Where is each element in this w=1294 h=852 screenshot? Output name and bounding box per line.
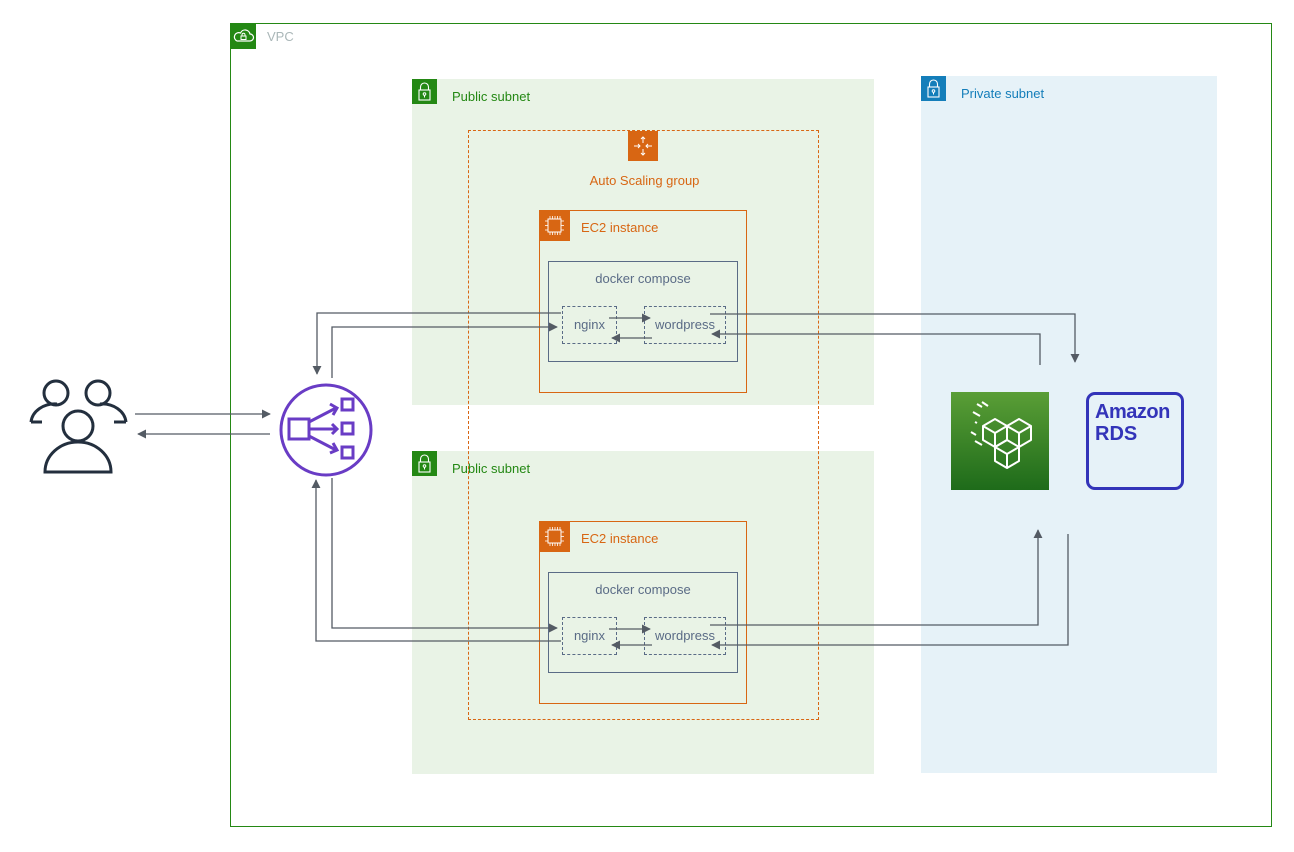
auto-scaling-icon <box>628 131 658 161</box>
nginx-container: nginx <box>562 617 617 655</box>
nginx-label: nginx <box>573 628 606 643</box>
ec2-instance-label: EC2 instance <box>581 220 659 235</box>
docker-compose-label: docker compose <box>595 582 691 597</box>
ec2-instance-label: EC2 instance <box>581 531 659 546</box>
efs-cubes-icon <box>951 392 1049 490</box>
padlock-icon <box>412 79 437 104</box>
auto-scaling-group: Auto Scaling group <box>468 130 819 720</box>
ec2-chip-icon <box>539 521 570 552</box>
wordpress-container: wordpress <box>644 617 726 655</box>
auto-scaling-group-label: Auto Scaling group <box>589 173 700 188</box>
wordpress-label: wordpress <box>655 628 715 643</box>
private-subnet-label: Private subnet <box>961 86 1045 101</box>
nginx-container: nginx <box>562 306 617 344</box>
vpc-label: VPC <box>267 29 294 44</box>
ec2-instance-bottom: EC2 instance docker compose nginx wordpr… <box>539 521 747 704</box>
elastic-load-balancer-icon <box>278 382 374 478</box>
wordpress-label: wordpress <box>655 317 715 332</box>
vpc-group: VPC <box>230 23 1272 827</box>
public-subnet-label: Public subnet <box>452 89 531 104</box>
users-icon <box>28 376 130 476</box>
padlock-icon <box>412 451 437 476</box>
docker-compose-label: docker compose <box>595 271 691 286</box>
vpc-cloud-lock-icon <box>231 24 256 49</box>
nginx-label: nginx <box>573 317 606 332</box>
wordpress-container: wordpress <box>644 306 726 344</box>
rds-label-line2: RDS <box>1095 423 1138 445</box>
rds-icon: Amazon RDS <box>1086 392 1184 490</box>
public-subnet-label: Public subnet <box>452 461 531 476</box>
docker-compose-group: docker compose nginx wordpress <box>548 572 738 673</box>
docker-compose-group: docker compose nginx wordpress <box>548 261 738 362</box>
rds-label-line1: Amazon <box>1095 401 1170 423</box>
padlock-icon <box>921 76 946 101</box>
ec2-chip-icon <box>539 210 570 241</box>
ec2-instance-top: EC2 instance docker compose nginx wordpr… <box>539 210 747 393</box>
